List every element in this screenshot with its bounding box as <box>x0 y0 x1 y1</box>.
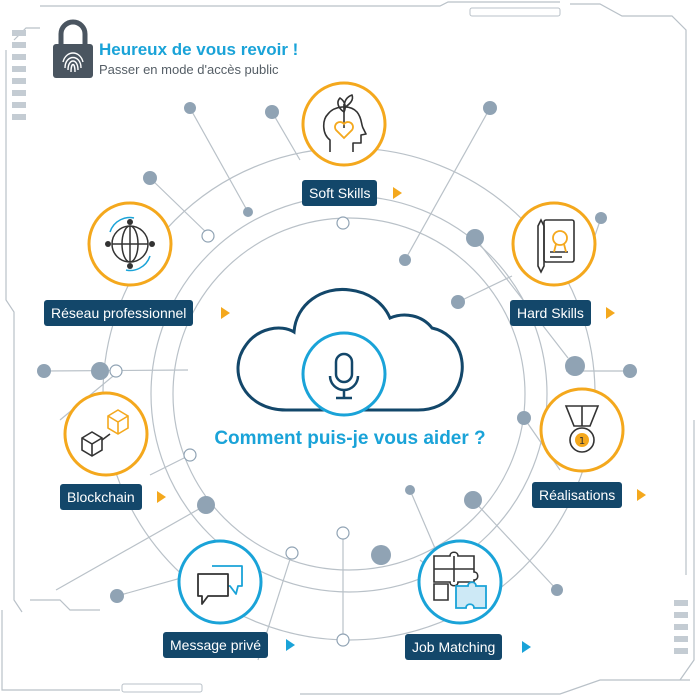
svg-text:1: 1 <box>579 436 585 447</box>
realisations-button[interactable]: Réalisations <box>532 482 623 508</box>
medal-icon[interactable]: 1 <box>538 386 626 474</box>
job-matching-arrow-icon <box>522 641 531 653</box>
puzzle-icon[interactable] <box>416 538 504 626</box>
certificate-pen-icon[interactable] <box>510 200 598 288</box>
fingerprint-lock-icon <box>53 19 93 78</box>
realisations-arrow-icon <box>637 489 646 501</box>
chat-bubbles-icon[interactable] <box>176 538 264 626</box>
message-prive-button[interactable]: Message privé <box>163 632 269 658</box>
microphone-icon[interactable] <box>300 330 388 418</box>
blockchain-button[interactable]: Blockchain <box>60 484 142 510</box>
hard-skills-arrow-icon <box>606 307 615 319</box>
public-mode-link[interactable]: Passer en mode d'accès public <box>99 62 279 77</box>
globe-network-icon[interactable] <box>86 200 174 288</box>
soft-skills-arrow-icon <box>393 187 402 199</box>
linked-cubes-icon[interactable] <box>62 390 150 478</box>
soft-skills-button[interactable]: Soft Skills <box>302 180 378 206</box>
welcome-title: Heureux de vous revoir ! <box>99 40 299 59</box>
blockchain-arrow-icon <box>157 491 166 503</box>
message-prive-arrow-icon <box>286 639 295 651</box>
hard-skills-button[interactable]: Hard Skills <box>510 300 591 326</box>
reseau-arrow-icon <box>221 307 230 319</box>
job-matching-button[interactable]: Job Matching <box>405 634 503 660</box>
head-plant-heart-icon[interactable] <box>300 80 388 168</box>
help-prompt[interactable]: Comment puis-je vous aider ? <box>214 428 486 449</box>
reseau-professionnel-button[interactable]: Réseau professionnel <box>44 300 194 326</box>
